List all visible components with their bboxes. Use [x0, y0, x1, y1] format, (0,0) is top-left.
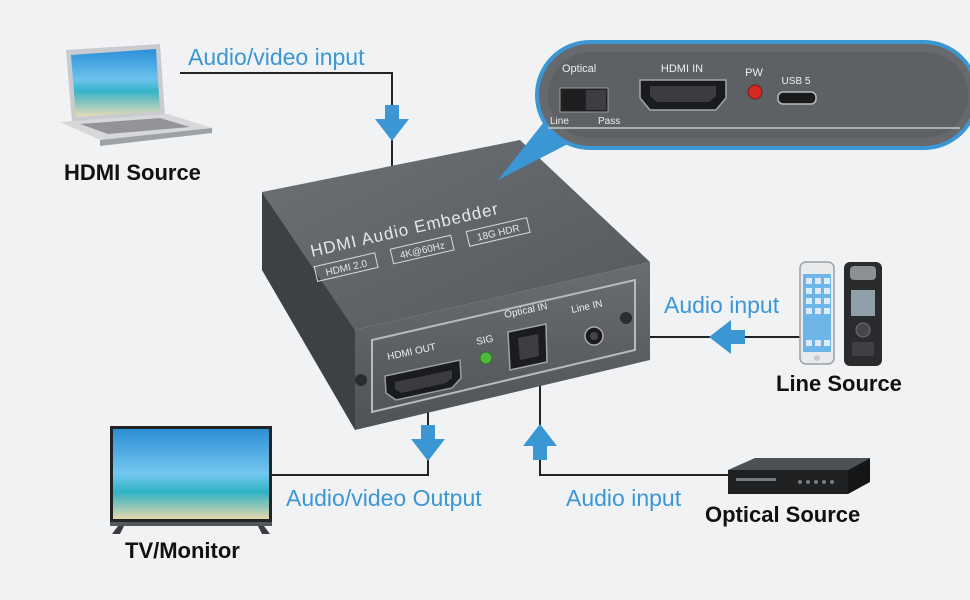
tv-monitor-icon [110, 426, 272, 534]
label-av-input: Audio/video input [188, 44, 365, 70]
arrow-down-hdmi-in [375, 105, 409, 141]
line-hdmi-source [180, 72, 393, 175]
smartphone-icon [799, 261, 835, 365]
label-audio-input-line: Audio input [664, 292, 780, 318]
usb-port-icon [777, 91, 817, 105]
line-optical [539, 370, 728, 476]
zoom-label-optical: Optical [562, 63, 596, 75]
label-line-source: Line Source [776, 371, 902, 396]
device-top [262, 140, 650, 330]
zoom-label-pw: PW [745, 67, 763, 79]
label-optical-source: Optical Source [705, 502, 861, 527]
arrow-up-optical [523, 424, 557, 460]
label-hdmi-source: HDMI Source [64, 160, 201, 185]
port-label-sig: SIG [475, 334, 494, 348]
arrow-down-av-out [411, 425, 445, 461]
label-tv-monitor: TV/Monitor [125, 538, 240, 563]
power-led-icon [747, 84, 763, 100]
zoom-label-line: Line [550, 116, 569, 127]
zoom-label-pass: Pass [598, 116, 620, 127]
arrow-left-line [709, 320, 745, 354]
optical-source-device-icon [728, 458, 870, 494]
screw-right-icon [620, 312, 632, 324]
label-audio-input-optical: Audio input [566, 485, 682, 511]
audio-embedder-device: HDMI Audio Embedder HDMI 2.0 4K@60Hz 18G… [262, 140, 650, 430]
sig-led-icon [479, 351, 493, 365]
front-panel-frame [371, 278, 636, 414]
zoom-callout: Optical Line Pass HDMI IN PW USB 5 [498, 40, 970, 180]
voice-recorder-icon [844, 262, 882, 366]
label-av-output: Audio/video Output [286, 485, 482, 511]
zoom-label-usb: USB 5 [782, 76, 811, 87]
zoom-label-hdmi-in: HDMI IN [661, 63, 703, 75]
laptop-icon [60, 44, 212, 146]
screw-left-icon [355, 374, 367, 386]
flow-arrows [375, 105, 745, 461]
device-left-side [262, 192, 355, 430]
